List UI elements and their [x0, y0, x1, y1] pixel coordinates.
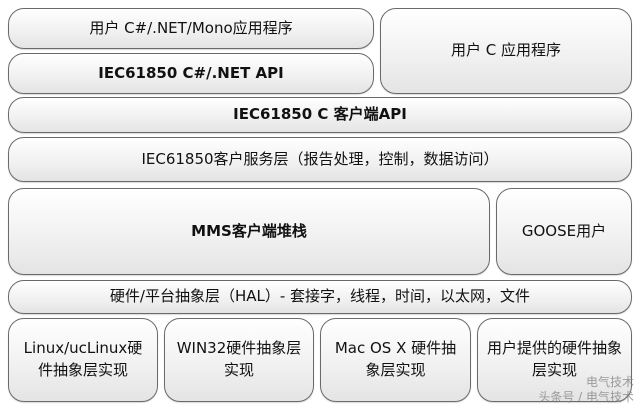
- hal-impl-user: 用户提供的硬件抽象层实现: [477, 318, 632, 402]
- layer-label: Linux/ucLinux硬件抽象层实现: [23, 339, 143, 379]
- csharp-api-layer: IEC61850 C#/.NET API: [8, 53, 374, 94]
- hal-impl-win32: WIN32硬件抽象层实现: [164, 318, 314, 402]
- layer-label: GOOSE用户: [521, 221, 607, 240]
- client-service-layer: IEC61850客户服务层（报告处理，控制，数据访问）: [8, 137, 632, 182]
- csharp-app-layer: 用户 C#/.NET/Mono应用程序: [8, 8, 374, 49]
- c-app-layer: 用户 C 应用程序: [380, 8, 632, 94]
- layer-label: WIN32硬件抽象层实现: [176, 339, 302, 379]
- watermark-line1: 电气技术: [585, 374, 634, 389]
- hal-layer: 硬件/平台抽象层（HAL）- 套接字，线程，时间，以太网，文件: [8, 280, 632, 314]
- layer-label: MMS客户端堆栈: [191, 221, 307, 240]
- layer-label: IEC61850 C 客户端API: [233, 105, 407, 124]
- c-client-api-layer: IEC61850 C 客户端API: [8, 97, 632, 133]
- goose-user-layer: GOOSE用户: [496, 188, 632, 275]
- hal-impl-linux: Linux/ucLinux硬件抽象层实现: [8, 318, 158, 402]
- mms-stack-layer: MMS客户端堆栈: [8, 188, 490, 275]
- watermark-line2: 头条号 / 电气技术: [538, 390, 634, 405]
- layer-label: 用户提供的硬件抽象层实现: [486, 339, 622, 379]
- layer-label: Mac OS X 硬件抽象层实现: [334, 339, 457, 379]
- hal-impl-macos: Mac OS X 硬件抽象层实现: [320, 318, 471, 402]
- watermark: 电气技术 头条号 / 电气技术: [538, 375, 634, 406]
- layer-label: 硬件/平台抽象层（HAL）- 套接字，线程，时间，以太网，文件: [109, 287, 531, 306]
- layer-label: IEC61850 C#/.NET API: [98, 63, 284, 82]
- layer-label: 用户 C#/.NET/Mono应用程序: [89, 18, 293, 37]
- layer-label: 用户 C 应用程序: [450, 41, 561, 60]
- layer-label: IEC61850客户服务层（报告处理，控制，数据访问）: [141, 149, 499, 168]
